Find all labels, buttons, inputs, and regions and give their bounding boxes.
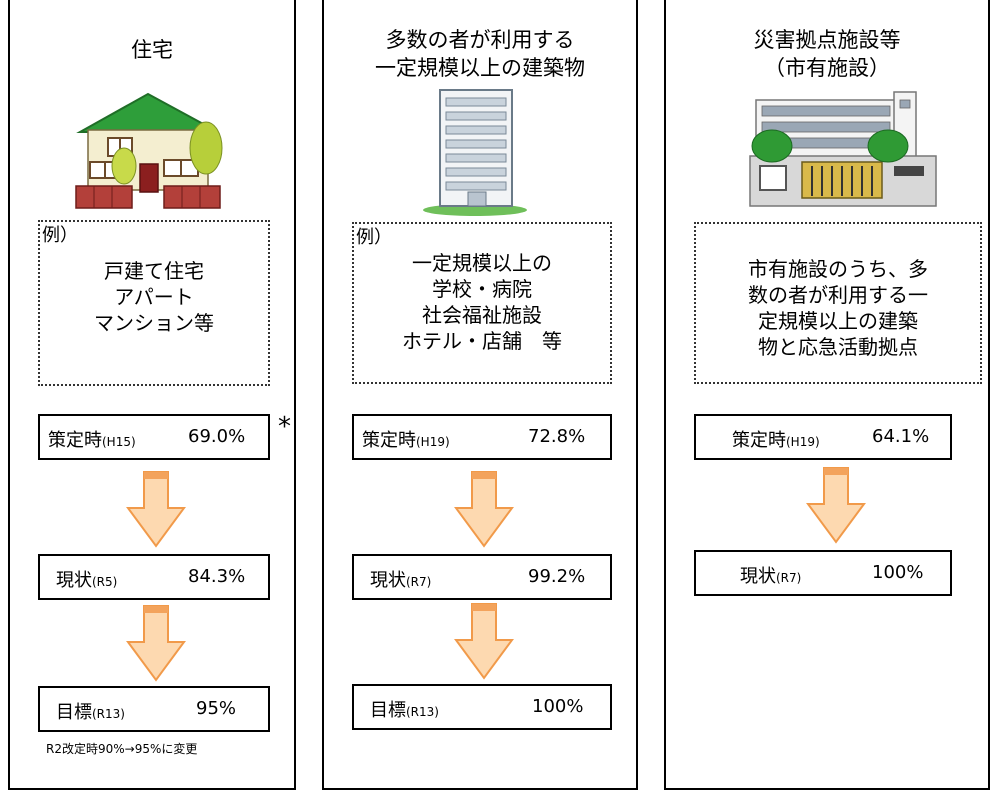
stat-label: 策定時(H19) (362, 430, 450, 451)
example-list: 市有施設のうち、多 数の者が利用する一 定規模以上の建築 物と応急活動拠点 (696, 256, 980, 360)
stat-value: 100% (872, 562, 924, 583)
stat-value: 69.0% (188, 426, 246, 447)
example-item: 市有施設のうち、多 (748, 257, 928, 281)
stat-current: 現状(R7) 100% (694, 550, 952, 596)
example-prefix: 例） (42, 225, 78, 246)
revision-note: R2改定時90%→95%に変更 (46, 742, 198, 756)
example-list: 一定規模以上の 学校・病院 社会福祉施設 ホテル・店舗 等 (354, 250, 610, 354)
house-illustration (75, 92, 223, 209)
example-item: 数の者が利用する一 (748, 283, 928, 307)
stat-label: 現状(R7) (740, 566, 802, 587)
down-arrow (806, 467, 866, 544)
stat-label: 現状(R7) (370, 570, 432, 591)
example-box: 例） 戸建て住宅 アパート マンション等 (38, 220, 270, 386)
example-list: 戸建て住宅 アパート マンション等 (40, 258, 268, 336)
stat-label: 目標(R13) (56, 702, 125, 723)
column-large-buildings: 多数の者が利用する 一定規模以上の建築物 例） 一定規模以上の 学校・病院 社会… (322, 0, 638, 790)
down-arrow (126, 605, 186, 682)
stat-current: 現状(R5) 84.3% (38, 554, 270, 600)
column-title: 多数の者が利用する 一定規模以上の建築物 (324, 26, 636, 82)
stat-baseline: 策定時(H19) 72.8% (352, 414, 612, 460)
stat-target: 目標(R13) 100% (352, 684, 612, 730)
title-line: 多数の者が利用する (385, 28, 575, 52)
stat-value: 99.2% (528, 566, 586, 587)
stat-label: 目標(R13) (370, 700, 439, 721)
title-line: 住宅 (131, 38, 173, 62)
example-item: 学校・病院 (432, 277, 532, 301)
example-item: 戸建て住宅 (104, 259, 204, 283)
example-item: 定規模以上の建築 (758, 309, 918, 333)
stat-label: 策定時(H15) (48, 430, 136, 451)
title-line: 災害拠点施設等 (753, 28, 901, 52)
office-building-illustration (423, 89, 527, 216)
example-item: アパート (114, 285, 194, 309)
stat-target: 目標(R13) 95% (38, 686, 270, 732)
example-item: ホテル・店舗 等 (402, 329, 562, 353)
stat-value: 95% (196, 698, 237, 719)
stat-value: 72.8% (528, 426, 586, 447)
example-prefix: 例） (356, 227, 392, 248)
stat-current: 現状(R7) 99.2% (352, 554, 612, 600)
title-line: 一定規模以上の建築物 (375, 56, 585, 80)
example-box: 例） 一定規模以上の 学校・病院 社会福祉施設 ホテル・店舗 等 (352, 222, 612, 384)
stat-label: 策定時(H19) (732, 430, 820, 451)
example-item: マンション等 (94, 311, 214, 335)
stat-value: 84.3% (188, 566, 246, 587)
stat-value: 64.1% (872, 426, 930, 447)
down-arrow (454, 471, 514, 548)
column-title: 災害拠点施設等 （市有施設） (666, 26, 988, 82)
asterisk-mark: * (278, 412, 291, 442)
example-item: 社会福祉施設 (422, 303, 542, 327)
column-title: 住宅 (10, 36, 294, 64)
stat-value: 100% (532, 696, 584, 717)
public-facility-illustration (749, 91, 937, 207)
down-arrow (126, 471, 186, 548)
example-box: 市有施設のうち、多 数の者が利用する一 定規模以上の建築 物と応急活動拠点 (694, 222, 982, 384)
example-item: 物と応急活動拠点 (758, 335, 918, 359)
stat-label: 現状(R5) (56, 570, 118, 591)
stat-baseline: 策定時(H15) 69.0% (38, 414, 270, 460)
column-disaster-facilities: 災害拠点施設等 （市有施設） 市有施設のうち、多 数 (664, 0, 990, 790)
example-item: 一定規模以上の (412, 251, 552, 275)
down-arrow (454, 603, 514, 680)
title-line: （市有施設） (764, 56, 890, 80)
stat-baseline: 策定時(H19) 64.1% (694, 414, 952, 460)
column-housing: 住宅 例） 戸建て住宅 アパート マンション等 (8, 0, 296, 790)
